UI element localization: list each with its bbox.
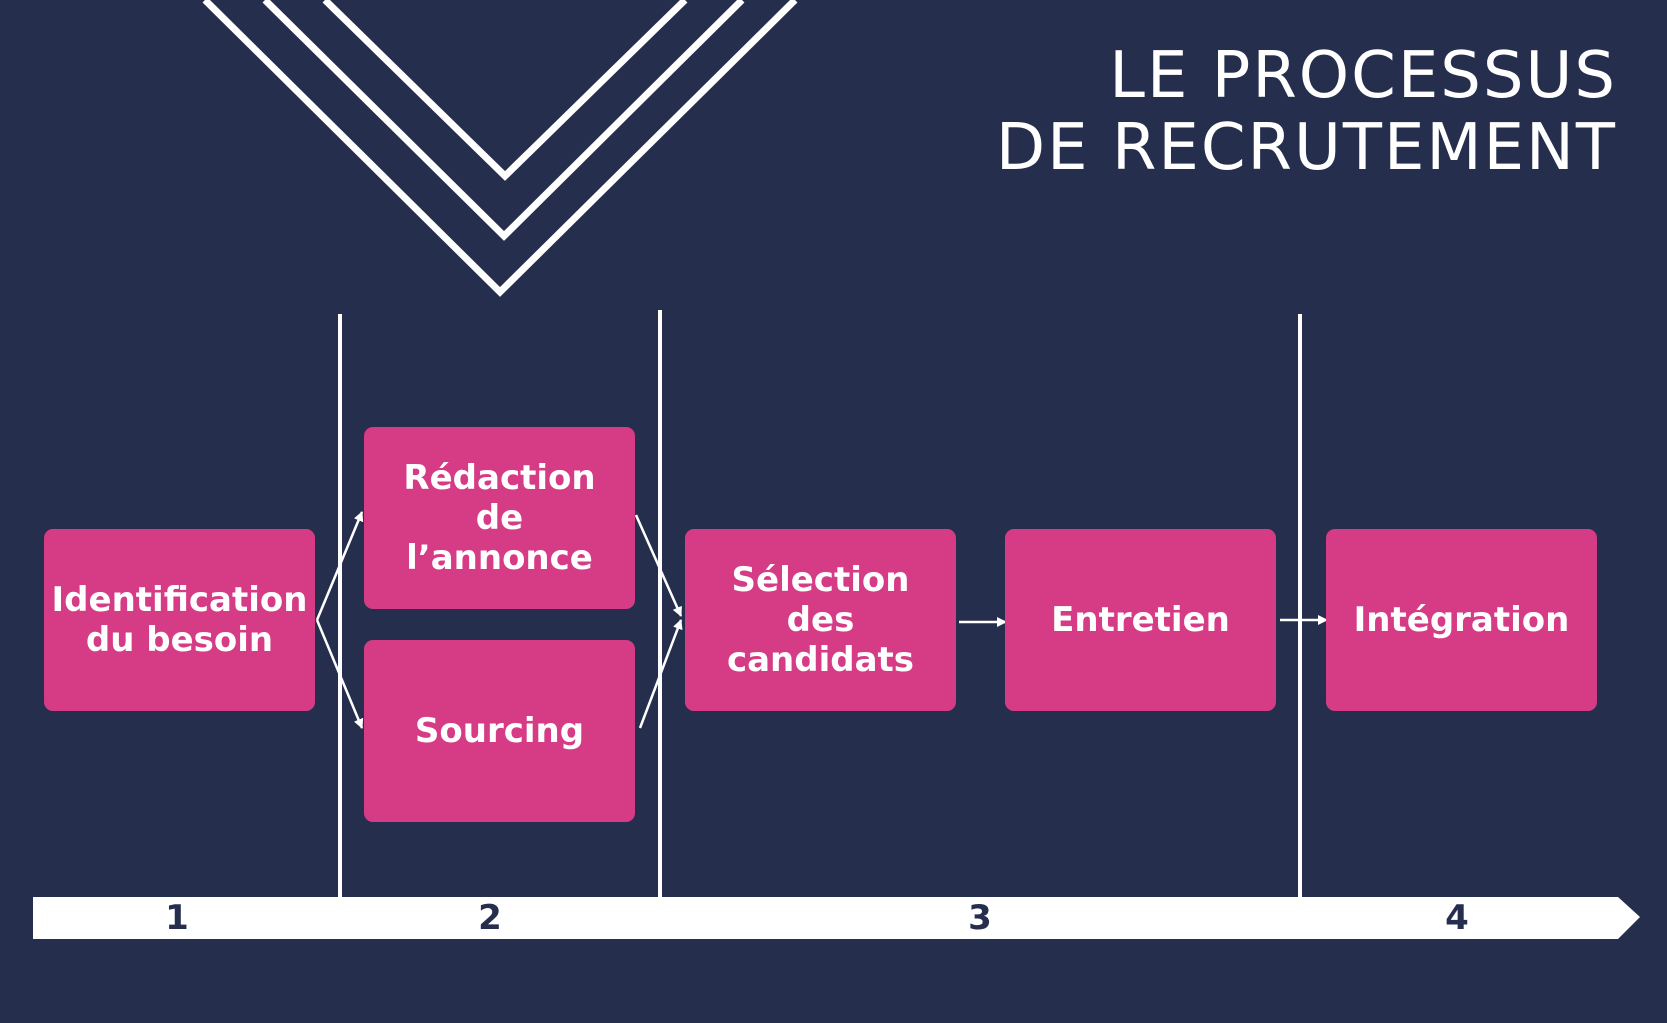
step-redaction-de-lannonce: Rédaction de l’annonce (364, 427, 635, 609)
step-selection-des-candidats: Sélection des candidats (685, 529, 956, 711)
title-line-2: DE RECRUTEMENT (995, 111, 1617, 185)
timeline-phase-3: 3 (968, 898, 992, 938)
chevron-middle (262, 0, 745, 241)
connector-arrow (638, 619, 683, 729)
chevron-outer (202, 0, 798, 297)
connectors (315, 511, 1328, 729)
step-integration: Intégration (1326, 529, 1597, 711)
connector-arrow (634, 514, 683, 617)
diagram-title: LE PROCESSUS DE RECRUTEMENT (996, 40, 1617, 184)
decorative-chevrons (202, 0, 798, 297)
connector-arrow (315, 511, 364, 621)
chevron-inner (322, 0, 688, 181)
phase-separators (338, 310, 1302, 897)
step-entretien: Entretien (1005, 529, 1276, 711)
step-sourcing: Sourcing (364, 640, 635, 822)
timeline-bar (33, 897, 1640, 939)
connector-arrow (315, 619, 364, 729)
timeline-phase-2: 2 (478, 898, 502, 938)
timeline-phase-4: 4 (1445, 898, 1469, 938)
timeline-phase-1: 1 (165, 898, 189, 938)
title-line-1: LE PROCESSUS (1109, 39, 1617, 113)
step-identification-du-besoin: Identification du besoin (44, 529, 315, 711)
